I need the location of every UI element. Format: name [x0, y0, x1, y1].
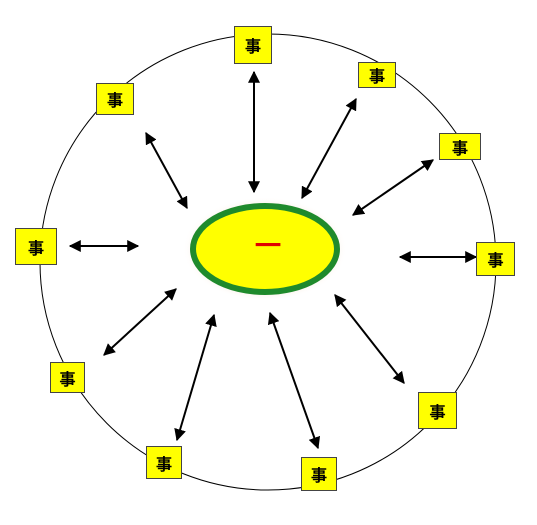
- center-ellipse: [190, 203, 340, 295]
- arrow-bottom-right-1: [334, 294, 405, 384]
- node-top-left: 事: [96, 83, 134, 115]
- arrow-top-left: [145, 131, 188, 210]
- arrow-bottom-left-2: [103, 288, 177, 356]
- center-label: 一: [255, 232, 282, 262]
- node-top-right-2: 事: [439, 133, 481, 160]
- arrow-top-right-1: [301, 97, 357, 200]
- node-top: 事: [234, 26, 272, 64]
- node-right: 事: [476, 242, 515, 276]
- node-bottom-right: 事: [418, 392, 457, 429]
- arrow-top-right-2: [352, 159, 434, 216]
- node-top-right-1: 事: [358, 62, 396, 88]
- node-bottom-left-1: 事: [146, 446, 182, 479]
- arrow-bottom-left-1: [174, 313, 217, 442]
- node-bottom-left-2: 事: [50, 362, 85, 393]
- node-left: 事: [15, 228, 57, 265]
- node-bottom: 事: [301, 457, 337, 491]
- arrow-bottom: [267, 311, 321, 450]
